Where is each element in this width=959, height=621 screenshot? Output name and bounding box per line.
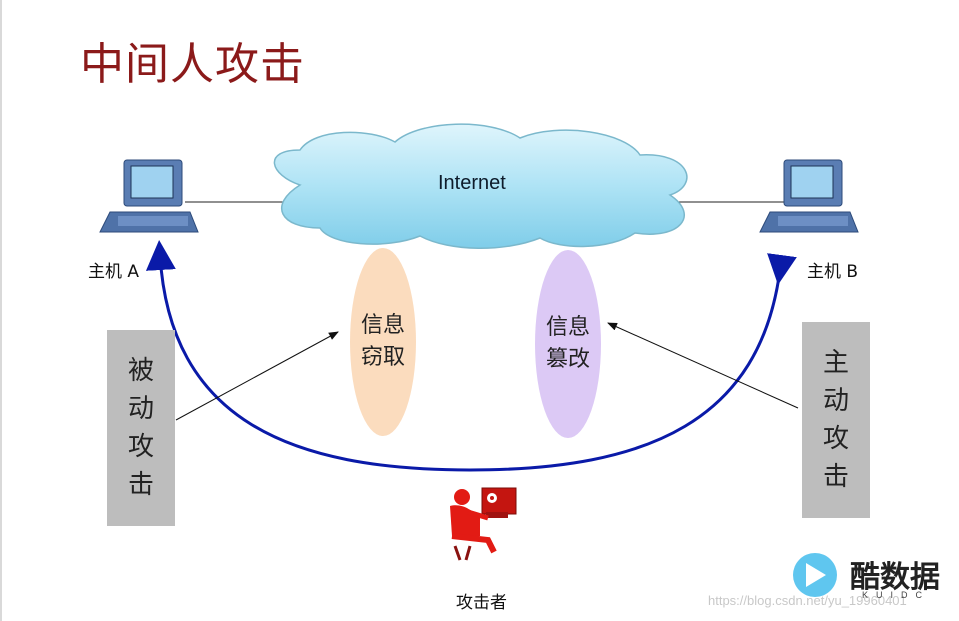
- info-steal-ellipse: 信息 窃取: [350, 248, 416, 436]
- watermark-url: https://blog.csdn.net/yu_19960401: [708, 593, 907, 608]
- attacker-icon: [450, 487, 517, 561]
- active-attack-label: 主 动 攻 击: [822, 348, 849, 492]
- logo-subtext: KUIDC: [862, 590, 931, 600]
- passive-attack-box: 被 动 攻 击: [107, 330, 175, 526]
- host-a-label: 主机 A: [88, 262, 140, 282]
- passive-attack-label: 被 动 攻 击: [127, 356, 154, 500]
- active-attack-box: 主 动 攻 击: [802, 322, 870, 518]
- mitm-arc: [145, 240, 797, 472]
- passive-arrow: [175, 331, 339, 421]
- info-tamper-label: 信息 篡改: [545, 315, 590, 372]
- active-arrow: [607, 322, 799, 409]
- internet-label: Internet: [438, 172, 506, 194]
- info-tamper-ellipse: 信息 篡改: [535, 250, 601, 438]
- attacker-label: 攻击者: [456, 593, 507, 613]
- host-b-label: 主机 B: [807, 262, 859, 282]
- diagram-title: 中间人攻击: [80, 39, 305, 90]
- host-a-computer-icon: [99, 159, 199, 233]
- host-b-computer-icon: [759, 159, 859, 233]
- info-steal-label: 信息 窃取: [360, 313, 405, 370]
- slide-edge: [0, 0, 2, 621]
- kuidc-logo-icon: [793, 553, 837, 597]
- logo-text: 酷数据: [850, 560, 940, 595]
